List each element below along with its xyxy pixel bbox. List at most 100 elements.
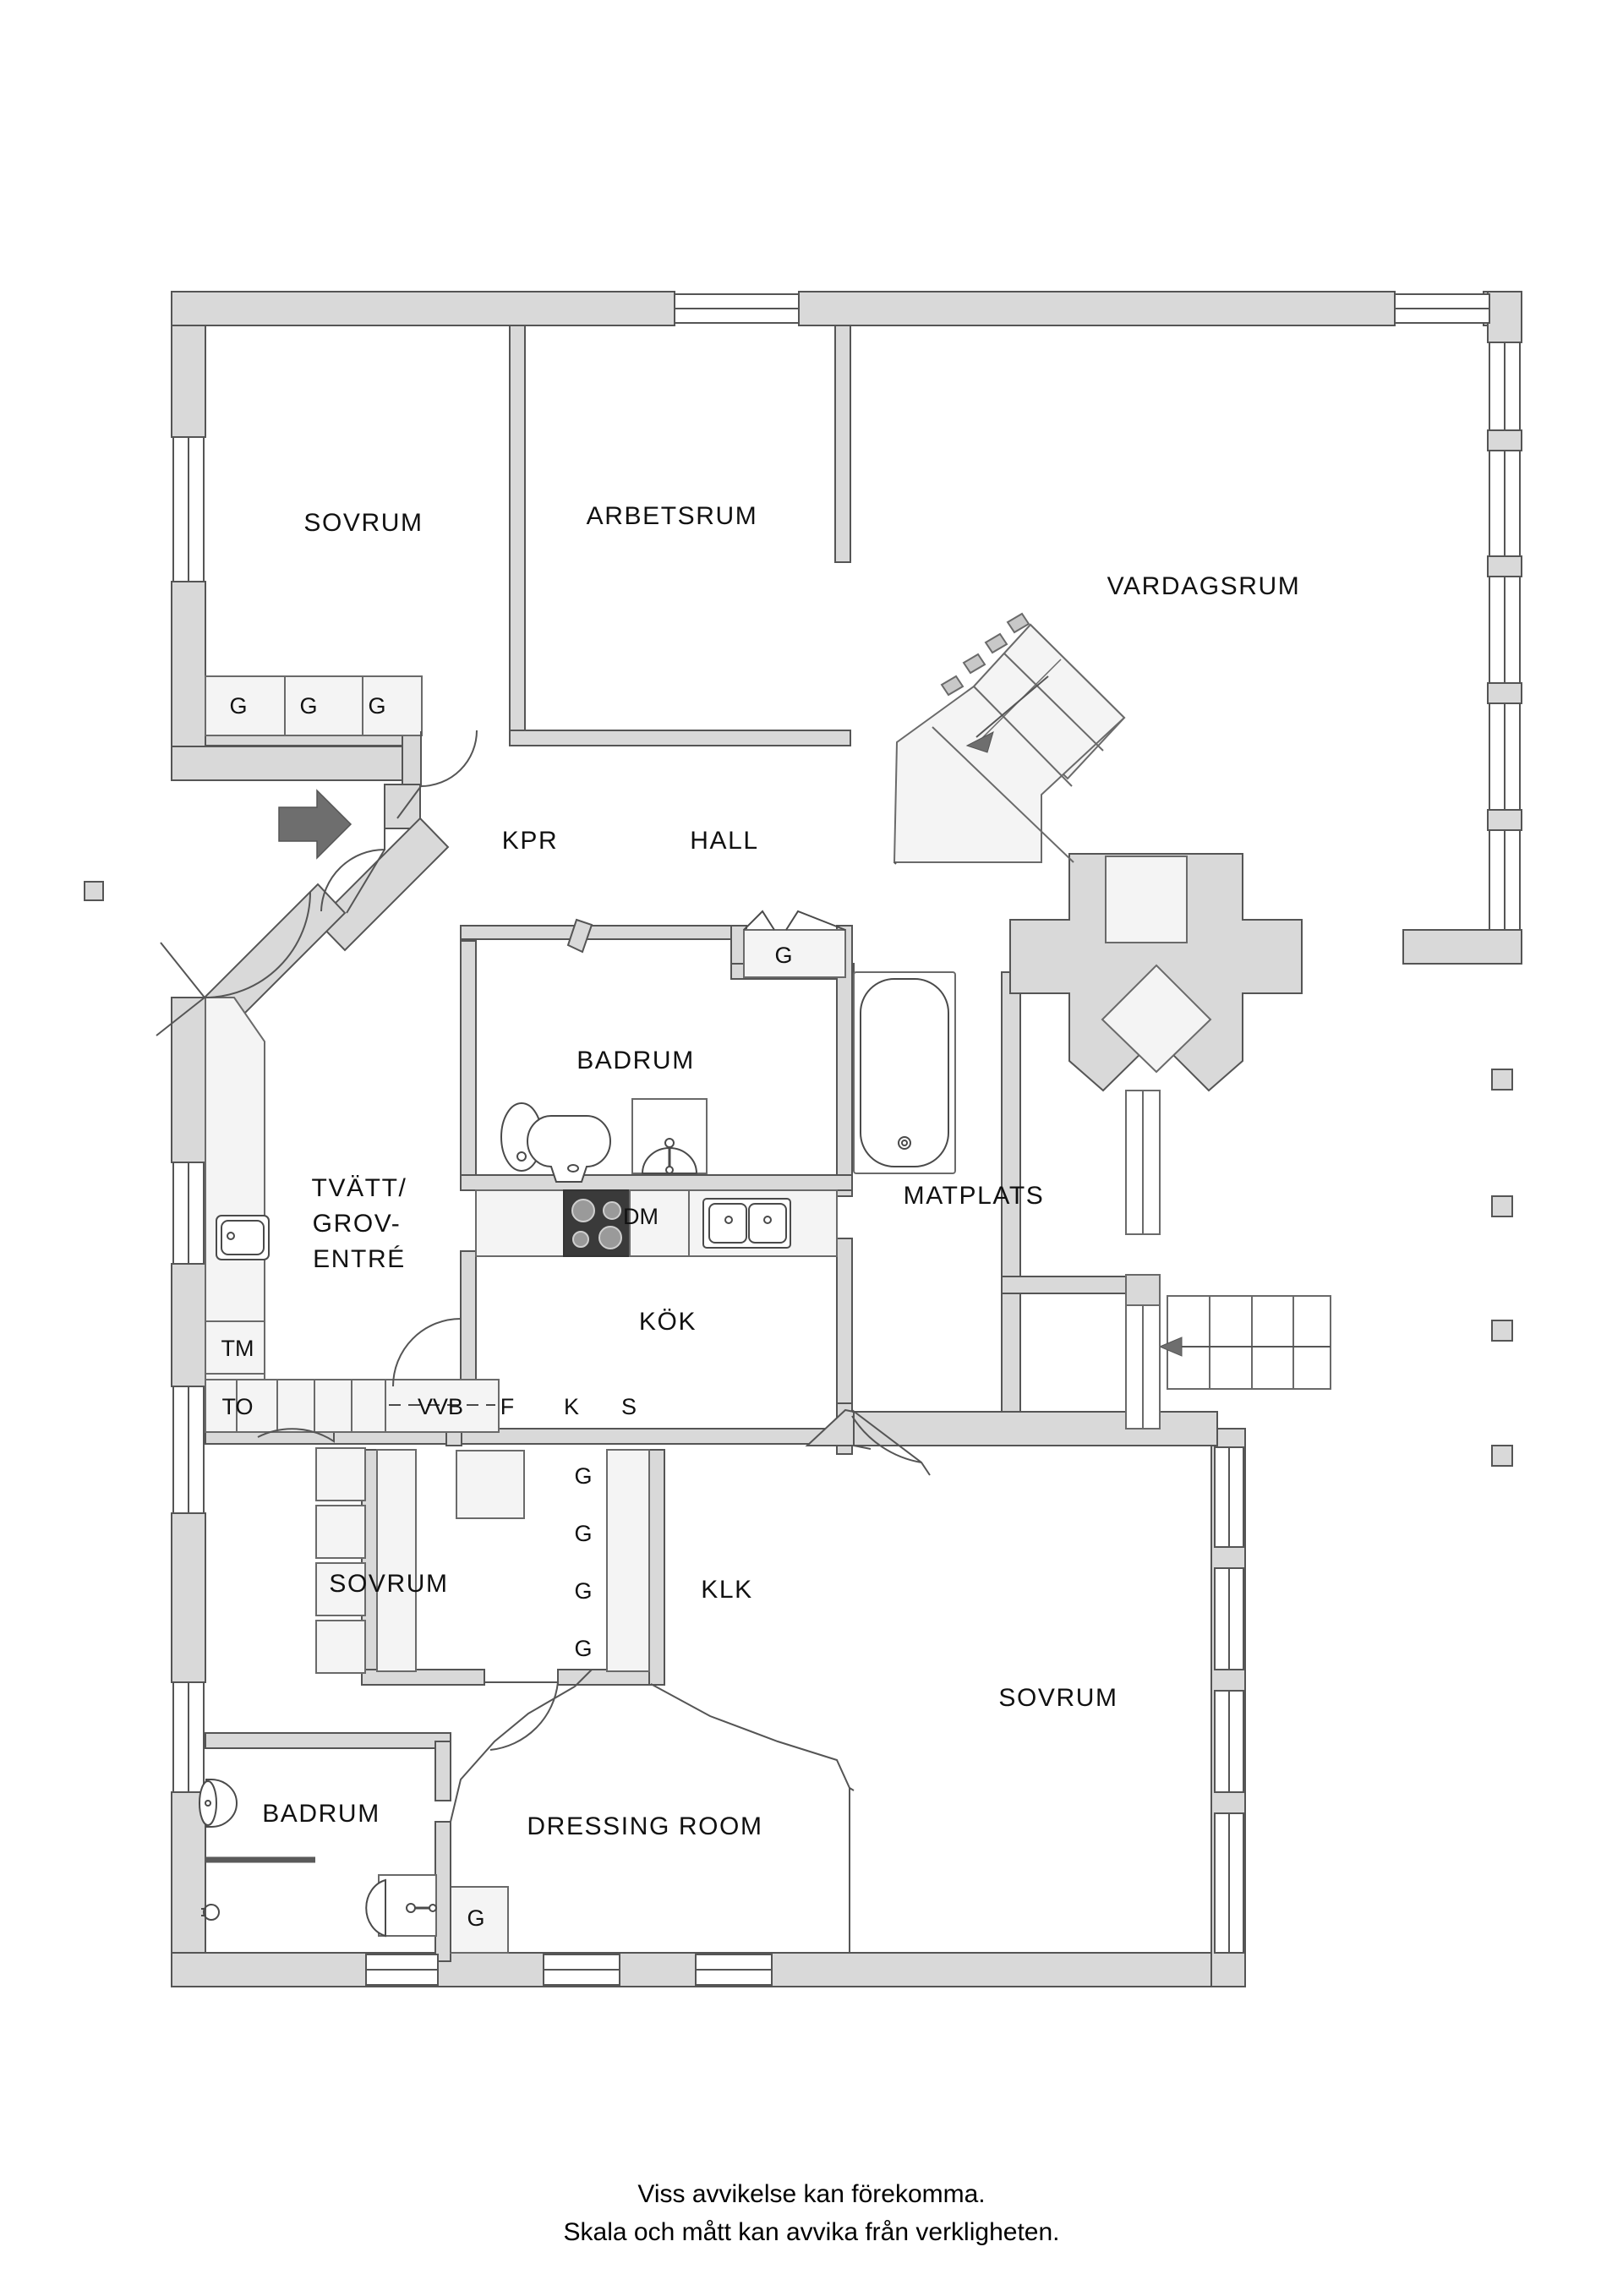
closet-col-g-2 [315,1505,366,1559]
caption-line-1: Viss avvikelse kan förekomma. [637,2180,985,2208]
wall-sovrum-nw-nib [402,730,422,786]
wall-se-top-angle [805,1408,855,1446]
closet-row-nw [205,675,423,736]
wall-badrum-bottom-nib [434,1741,451,1801]
stove-icon [563,1189,631,1257]
bathtub-icon [860,978,949,1167]
room-label-sovrum-sw: SOVRUM [329,1570,448,1598]
fridge-k-box [314,1379,352,1433]
marker-right-1 [1491,1069,1513,1091]
faucet-bottom-icon [406,1903,416,1913]
fixtures-group [199,612,1331,1954]
room-label-tvatt-line3: ENTRÉ [313,1245,406,1273]
wall-right-e [1487,809,1522,831]
kitchen-counter-row [475,1189,838,1257]
door-swing-se [851,1415,922,1463]
washing-machine-tm [205,1320,265,1375]
room-labels-group: SOVRUM ARBETSRUM VARDAGSRUM KPR HALL BAD… [262,502,1301,1840]
cabinet-label-s: S [621,1394,637,1419]
wall-kok-right [836,1238,853,1417]
wall-right-c [1487,555,1522,577]
wall-left-mid-a [171,997,206,1163]
wall-badrum-top-angle [566,918,593,954]
toilet-bottom-btn [205,1800,211,1807]
stove-burner-3 [572,1231,589,1248]
wall-right-b [1487,429,1522,451]
door-line-tvatt-a [160,942,205,998]
faucet-icon [664,1138,675,1148]
door-swing-sovrum-nw [420,730,478,788]
wall-left-mid-b [171,1263,206,1387]
room-label-sovrum-se: SOVRUM [998,1684,1118,1712]
cabinet-labels-group: G G G G TM TO VVB F K S DM G G G G G [221,693,793,1931]
freezer-f-box [276,1379,315,1433]
closet-g-1 [205,675,286,736]
stair-living [893,612,1126,863]
door-swing-klk [484,1681,560,1751]
hearth-opening [1105,856,1188,943]
cabinet-label-g-nw-3: G [368,693,385,719]
wall-left-mid-c [171,1512,206,1683]
closet-col-g-1 [315,1447,366,1501]
counter-left [475,1189,565,1257]
wall-badrum-left [460,925,477,1189]
stair-direction-arrow-living [965,675,1049,753]
cabinet-label-vvb: VVB [418,1394,463,1419]
cabinet-label-g-nw-1: G [229,693,247,719]
wall-badrum-bottom [460,1174,853,1191]
wall-left-jog-h [171,746,422,781]
door-swing-sovrum-sw [257,1428,335,1443]
cabinet-label-to: TO [221,1394,253,1419]
marker-left-1 [84,881,104,901]
sink-drain-2 [763,1216,772,1224]
room-label-kok: KÖK [639,1308,697,1336]
klk-shelf-left [376,1449,417,1672]
cabinet-label-k: K [564,1394,579,1419]
bathtub-drain-icon [898,1136,911,1150]
bathroom-top-fixtures [500,971,956,1183]
stair-tread-mark-3 [984,632,1008,654]
closet-col-g-3 [315,1562,366,1616]
room-label-vardagsrum: VARDAGSRUM [1107,572,1301,600]
dishwasher-box [629,1189,690,1257]
room-label-hall: HALL [690,827,758,855]
wall-top-b [798,291,1396,326]
wall-kpr-nib [384,784,421,829]
dressing-angle-outline [450,1686,576,1823]
stair-tread-mark-2 [962,653,986,675]
bidet-drain-icon [516,1151,527,1162]
closet-g-2 [284,675,363,736]
wall-right-a [1487,291,1522,343]
matplats-angle [851,1409,931,1476]
stove-burner-1 [571,1199,595,1222]
cabinet-label-g-nw-2: G [299,693,317,719]
cabinet-label-g-dressing: G [467,1905,484,1931]
stair-direction-arrow-dining [1158,1337,1331,1357]
entry-direction-arrow [278,789,352,860]
wall-right-d [1487,682,1522,704]
shower-drain-icon [203,1904,220,1921]
wall-top-a [171,291,675,326]
stair-living-landing [893,623,1126,863]
cabinet-label-g-col-3: G [574,1578,592,1604]
bathroom-bottom-fixtures [199,1779,437,1938]
cabinet-label-f: F [500,1394,515,1419]
stair-dining-body [1167,1295,1331,1390]
room-label-sovrum-nw: SOVRUM [303,509,423,537]
wall-interior-sovrum-arbets [509,325,526,745]
door-jamb-se [853,1445,872,1450]
stair-dining [1167,1295,1331,1390]
cabinet-label-g-col-4: G [574,1636,592,1661]
door-line-tvatt-b [156,997,205,1036]
closet-g-3 [362,675,423,736]
windows-group [172,293,1521,1986]
wall-se-top [853,1411,1218,1446]
closet-column [315,1447,366,1674]
wall-badrum-bottom-top [205,1732,451,1749]
cabinet-label-tm: TM [221,1336,254,1361]
wall-interior-arbets-vardag [834,325,851,563]
stove-burner-4 [598,1226,622,1249]
pantry-s-box [351,1379,386,1433]
